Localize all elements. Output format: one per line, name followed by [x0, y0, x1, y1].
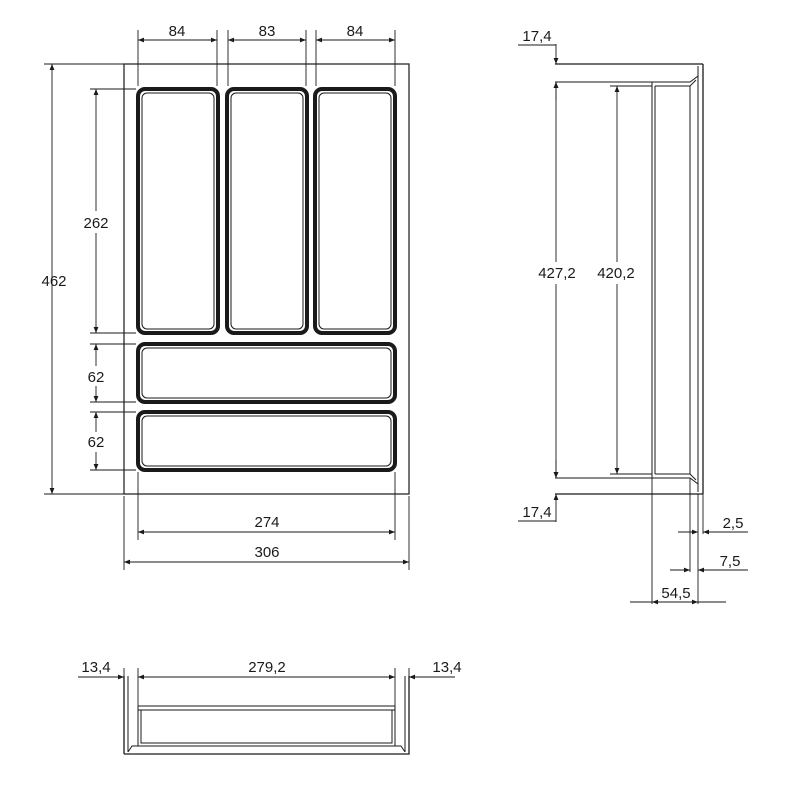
end-profile [123, 676, 410, 755]
long-compartment-height-dimension: 262 [80, 88, 136, 334]
short-compartments [136, 342, 397, 472]
short-height-label-upper: 62 [88, 369, 105, 386]
end-width-dimensions: 13,4 279,2 13,4 [78, 659, 462, 706]
width-label-right: 84 [347, 23, 364, 40]
depth-label: 54,5 [661, 585, 690, 602]
wall-thickness-label: 2,5 [723, 515, 744, 532]
inner-height-dimension: 420,2 [592, 85, 652, 475]
front-view: 84 83 84 462 262 62 [41, 23, 410, 570]
short-height-label-lower: 62 [88, 434, 105, 451]
width-label-middle: 83 [259, 23, 276, 40]
wall-thickness-dimension: 2,5 [678, 515, 748, 535]
inner-width-label: 274 [254, 514, 279, 531]
compartment-middle [225, 87, 309, 335]
side-view: 17,4 427,2 420,2 17,4 [518, 28, 748, 605]
outer-height-dimension: 427,2 [533, 82, 581, 478]
short-compartment-height-dimensions: 62 62 [82, 343, 136, 471]
width-label-left: 84 [169, 23, 186, 40]
end-right-margin-label: 13,4 [432, 659, 461, 676]
compartment-wide-lower [136, 410, 397, 472]
side-profile [555, 63, 704, 495]
bottom-width-dimensions: 274 306 [123, 472, 410, 570]
overall-height-dimension: 462 [41, 63, 124, 495]
long-compartments [136, 87, 397, 335]
depth-dimension: 54,5 [630, 585, 726, 605]
top-lip-dimension: 17,4 [518, 28, 559, 100]
compartment-wide-upper [136, 342, 397, 404]
rim-width-dimension: 7,5 [670, 553, 748, 573]
bottom-lip-label: 17,4 [522, 504, 551, 521]
overall-width-label: 306 [254, 544, 279, 561]
compartment-right [313, 87, 397, 335]
rim-width-label: 7,5 [720, 553, 741, 570]
bottom-lip-dimension: 17,4 [518, 460, 559, 522]
overall-height-label: 462 [41, 273, 66, 290]
top-lip-label: 17,4 [522, 28, 551, 45]
inner-height-label: 420,2 [597, 265, 635, 282]
compartment-left [136, 87, 220, 335]
compartment-width-dimensions: 84 83 84 [137, 23, 396, 86]
long-compartment-height-label: 262 [83, 215, 108, 232]
end-view: 13,4 279,2 13,4 [78, 659, 462, 755]
outer-height-label: 427,2 [538, 265, 576, 282]
end-left-margin-label: 13,4 [81, 659, 110, 676]
end-inner-width-label: 279,2 [248, 659, 286, 676]
